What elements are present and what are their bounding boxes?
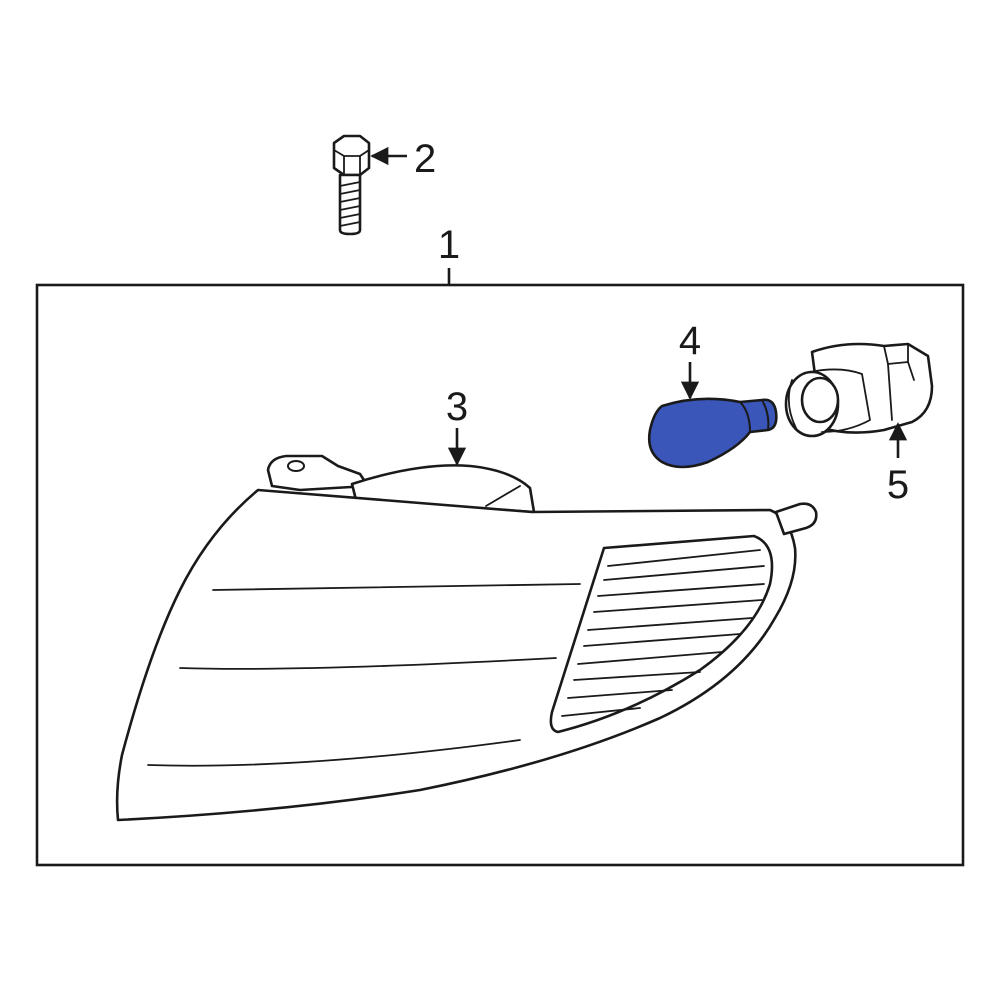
bulb-icon[interactable] xyxy=(647,397,778,469)
bolt-icon[interactable] xyxy=(332,134,371,236)
lamp-housing[interactable] xyxy=(115,454,818,822)
socket-icon[interactable] xyxy=(784,342,934,438)
callout-2: 2 xyxy=(414,137,436,181)
callout-5: 5 xyxy=(887,463,909,507)
callout-4: 4 xyxy=(679,319,701,363)
assembly-frame xyxy=(35,283,965,867)
callout-1: 1 xyxy=(438,223,460,267)
callout-3: 3 xyxy=(446,385,468,429)
